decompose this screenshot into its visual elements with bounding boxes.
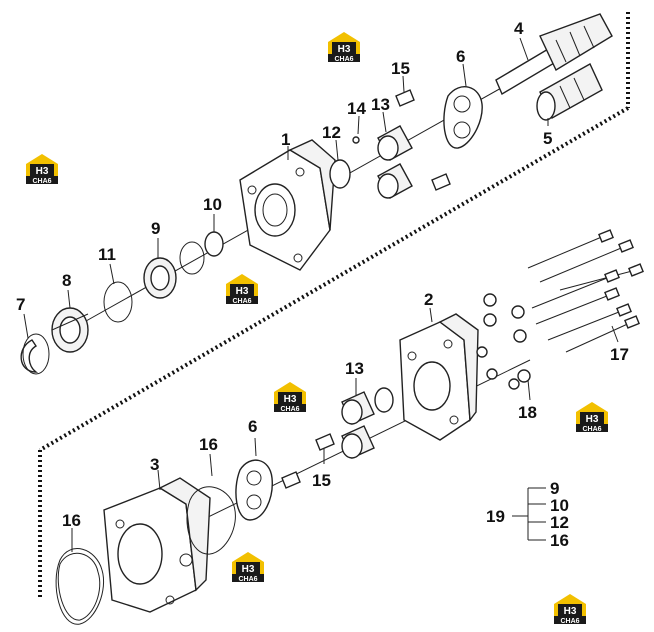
kit-19-bracket: 19 9 10 12 16 <box>486 479 569 550</box>
callout-2: 2 <box>424 290 433 309</box>
part-gasket-left-inner <box>57 552 101 621</box>
callout-18: 18 <box>518 403 537 422</box>
part-gasket-right <box>186 486 236 555</box>
part-thrust-washer <box>329 159 351 189</box>
svg-text:CHA6: CHA6 <box>32 178 51 185</box>
svg-text:CHA6: CHA6 <box>280 406 299 413</box>
callout-7: 7 <box>16 295 25 314</box>
svg-text:H3: H3 <box>586 414 599 425</box>
kit-item-12: 12 <box>550 513 569 532</box>
svg-text:H3: H3 <box>236 286 249 297</box>
callout-12: 12 <box>322 123 341 142</box>
part-end-cover <box>399 313 479 441</box>
part-washers-set <box>476 293 531 390</box>
callout-10: 10 <box>203 195 222 214</box>
callout-3: 3 <box>150 455 159 474</box>
callout-17: 17 <box>610 345 629 364</box>
part-needle-bearing-upper <box>377 125 413 199</box>
callout-leaders <box>23 37 619 552</box>
kit-item-10: 10 <box>550 496 569 515</box>
part-rear-housing <box>103 477 211 613</box>
kit-item-9: 9 <box>550 479 559 498</box>
svg-text:H3: H3 <box>284 394 297 405</box>
callout-15-upper: 15 <box>391 59 410 78</box>
part-o-ring <box>179 241 205 275</box>
callout-6-upper: 6 <box>456 47 465 66</box>
callout-13-upper: 13 <box>371 95 390 114</box>
part-washer <box>204 231 224 257</box>
part-front-housing <box>239 139 336 271</box>
callout-labels: 1 2 3 4 5 6 6 7 8 9 10 11 12 13 13 14 15… <box>16 19 629 530</box>
svg-text:H3: H3 <box>36 166 49 177</box>
svg-text:H3: H3 <box>564 606 577 617</box>
callout-8: 8 <box>62 271 71 290</box>
svg-text:CHA6: CHA6 <box>560 618 579 625</box>
callout-13-lower: 13 <box>345 359 364 378</box>
callout-11: 11 <box>98 245 116 264</box>
kit-item-16: 16 <box>550 531 569 550</box>
svg-text:H3: H3 <box>242 564 255 575</box>
dotted-frame-diagonal <box>38 106 630 452</box>
svg-text:CHA6: CHA6 <box>232 298 251 305</box>
part-gasket-left <box>55 548 104 625</box>
callout-4: 4 <box>514 19 524 38</box>
part-driven-gear <box>536 63 603 121</box>
part-seal-ring-lower <box>374 387 394 413</box>
part-needle-bearing-lower <box>341 391 375 459</box>
callout-9: 9 <box>151 219 160 238</box>
part-dowel-pin-lower-b <box>315 433 335 451</box>
part-snap-ring <box>20 333 50 375</box>
callout-6-lower: 6 <box>248 417 257 436</box>
part-dowel-pin-upper-b <box>431 173 451 191</box>
part-wear-plate-lower <box>235 459 273 521</box>
svg-text:H3: H3 <box>338 44 351 55</box>
svg-text:CHA6: CHA6 <box>334 56 353 63</box>
callout-5: 5 <box>543 129 552 148</box>
part-drive-gear-shaft <box>495 13 613 96</box>
part-shaft-seal <box>143 257 177 299</box>
part-ball-bearing <box>51 307 89 353</box>
watermark-logos: H3CHA6H3CHA6H3CHA6H3CHA6H3CHA6H3CHA6H3CH… <box>26 32 608 625</box>
part-wear-plate-upper <box>443 86 483 149</box>
part-retaining-ring <box>103 281 133 323</box>
svg-text:CHA6: CHA6 <box>582 426 601 433</box>
callout-1: 1 <box>281 130 290 149</box>
part-dowel-pin-upper <box>395 89 415 107</box>
svg-text:CHA6: CHA6 <box>238 576 257 583</box>
part-through-bolts <box>527 229 644 353</box>
part-small-pin <box>352 136 360 144</box>
callout-16-left: 16 <box>62 511 81 530</box>
callout-14: 14 <box>347 99 366 118</box>
part-dowel-pin-lower <box>281 471 301 489</box>
callout-16-right: 16 <box>199 435 218 454</box>
callout-15-lower: 15 <box>312 471 331 490</box>
kit-19-label: 19 <box>486 507 505 526</box>
